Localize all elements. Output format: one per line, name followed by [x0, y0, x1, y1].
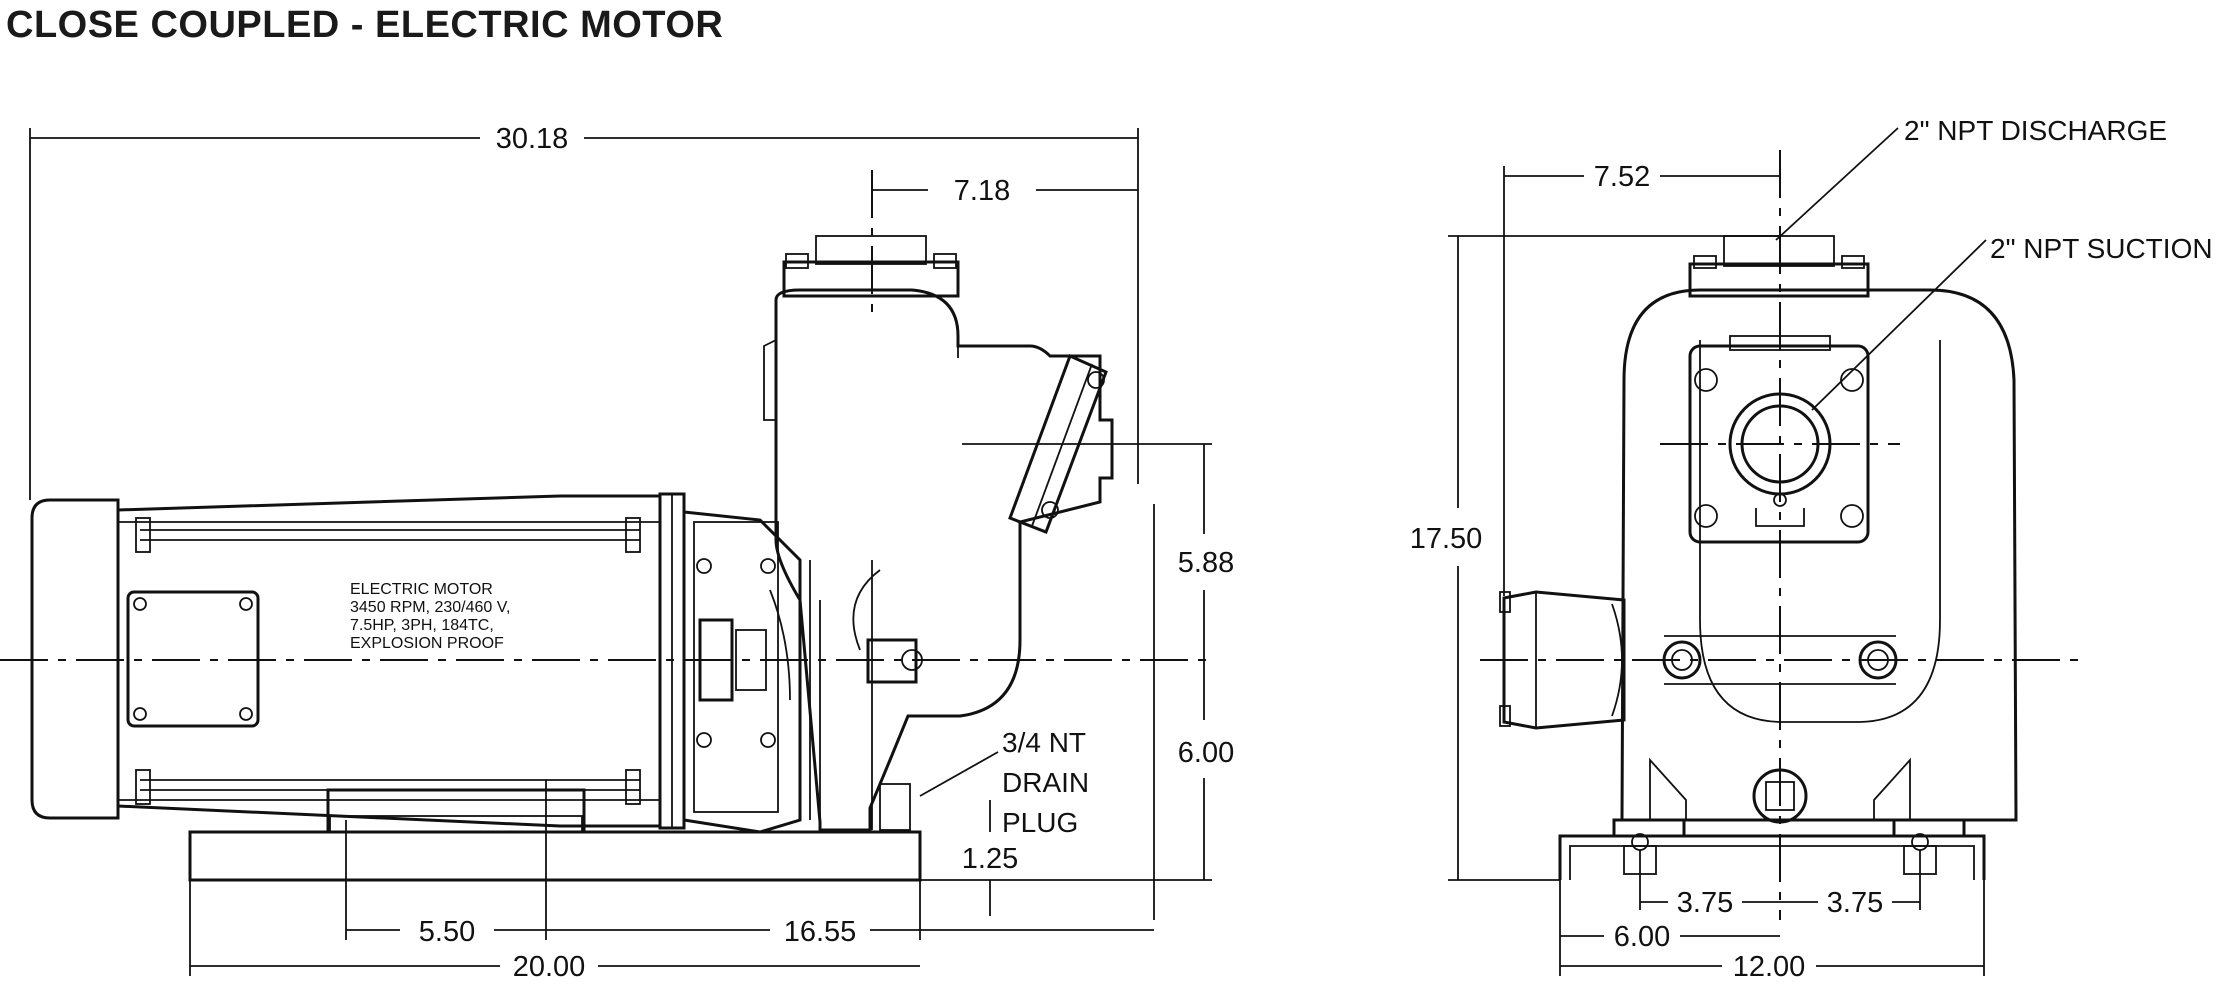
- drain-label-line-2: DRAIN: [1002, 767, 1089, 798]
- electric-motor: [30, 492, 686, 830]
- dim-front-discharge-offset: 7.52: [1503, 161, 1780, 596]
- dim-overall-length: 30.18: [29, 123, 1139, 500]
- motor-note: ELECTRIC MOTOR 3450 RPM, 230/460 V, 7.5H…: [350, 581, 510, 652]
- dim-discharge-to-end-label: 7.18: [954, 175, 1010, 207]
- motor-note-line-1: ELECTRIC MOTOR: [350, 581, 493, 598]
- front-casing: [1499, 235, 2018, 851]
- dim-base-length-label: 20.00: [513, 951, 586, 983]
- drain-plug-callout: 3/4 NT DRAIN PLUG: [919, 727, 1089, 838]
- dim-base-length: 20.00: [189, 880, 920, 983]
- dim-front-holes: 3.75 3.75: [1639, 850, 1921, 919]
- dim-base-height: 1.25: [962, 800, 1018, 916]
- motor-note-line-3: 7.5HP, 3PH, 184TC,: [350, 617, 494, 634]
- dim-front-discharge-offset-label: 7.52: [1594, 161, 1650, 193]
- discharge-callout: 2" NPT DISCHARGE: [1775, 115, 2167, 241]
- dim-base-hole-left-label: 5.50: [419, 916, 475, 948]
- motor-note-line-4: EXPLOSION PROOF: [350, 635, 504, 652]
- dim-base-holes: 5.50 16.55: [345, 780, 1154, 948]
- drain-label-line-3: PLUG: [1002, 807, 1078, 838]
- bearing-bracket: [683, 510, 821, 834]
- discharge-label: 2" NPT DISCHARGE: [1904, 115, 2167, 146]
- motor-note-line-2: 3450 RPM, 230/460 V,: [350, 599, 510, 616]
- dim-hole-right-label: 3.75: [1827, 887, 1883, 919]
- dim-front-base-width: 12.00: [1560, 880, 1985, 983]
- dim-base-height-label: 1.25: [962, 843, 1018, 875]
- front-view: 7.52 17.50 3.75 3.75 6.00: [1410, 115, 2213, 983]
- page-title: CLOSE COUPLED - ELECTRIC MOTOR: [6, 4, 724, 46]
- dim-base-hole-right-label: 16.55: [784, 916, 857, 948]
- dim-front-height: 17.50: [1410, 235, 1780, 881]
- dim-centerline-upper-label: 5.88: [1178, 547, 1234, 579]
- dim-front-half-width: 6.00: [1559, 880, 1780, 976]
- suction-label: 2" NPT SUCTION: [1990, 233, 2213, 264]
- drain-label-line-1: 3/4 NT: [1002, 727, 1086, 758]
- dim-centerline-heights: 5.88 6.00: [920, 444, 1234, 920]
- dim-half-width-label: 6.00: [1614, 921, 1670, 953]
- dim-discharge-to-end: 7.18: [872, 175, 1138, 207]
- side-view: 30.18 7.18 5.88 6.00 1.25: [0, 123, 1234, 983]
- suction-callout: 2" NPT SUCTION: [1811, 233, 2213, 411]
- dim-hole-left-label: 3.75: [1677, 887, 1733, 919]
- dim-front-height-label: 17.50: [1410, 523, 1483, 555]
- dim-base-width-label: 12.00: [1733, 951, 1806, 983]
- dim-centerline-lower-label: 6.00: [1178, 737, 1234, 769]
- dim-overall-length-label: 30.18: [496, 123, 569, 155]
